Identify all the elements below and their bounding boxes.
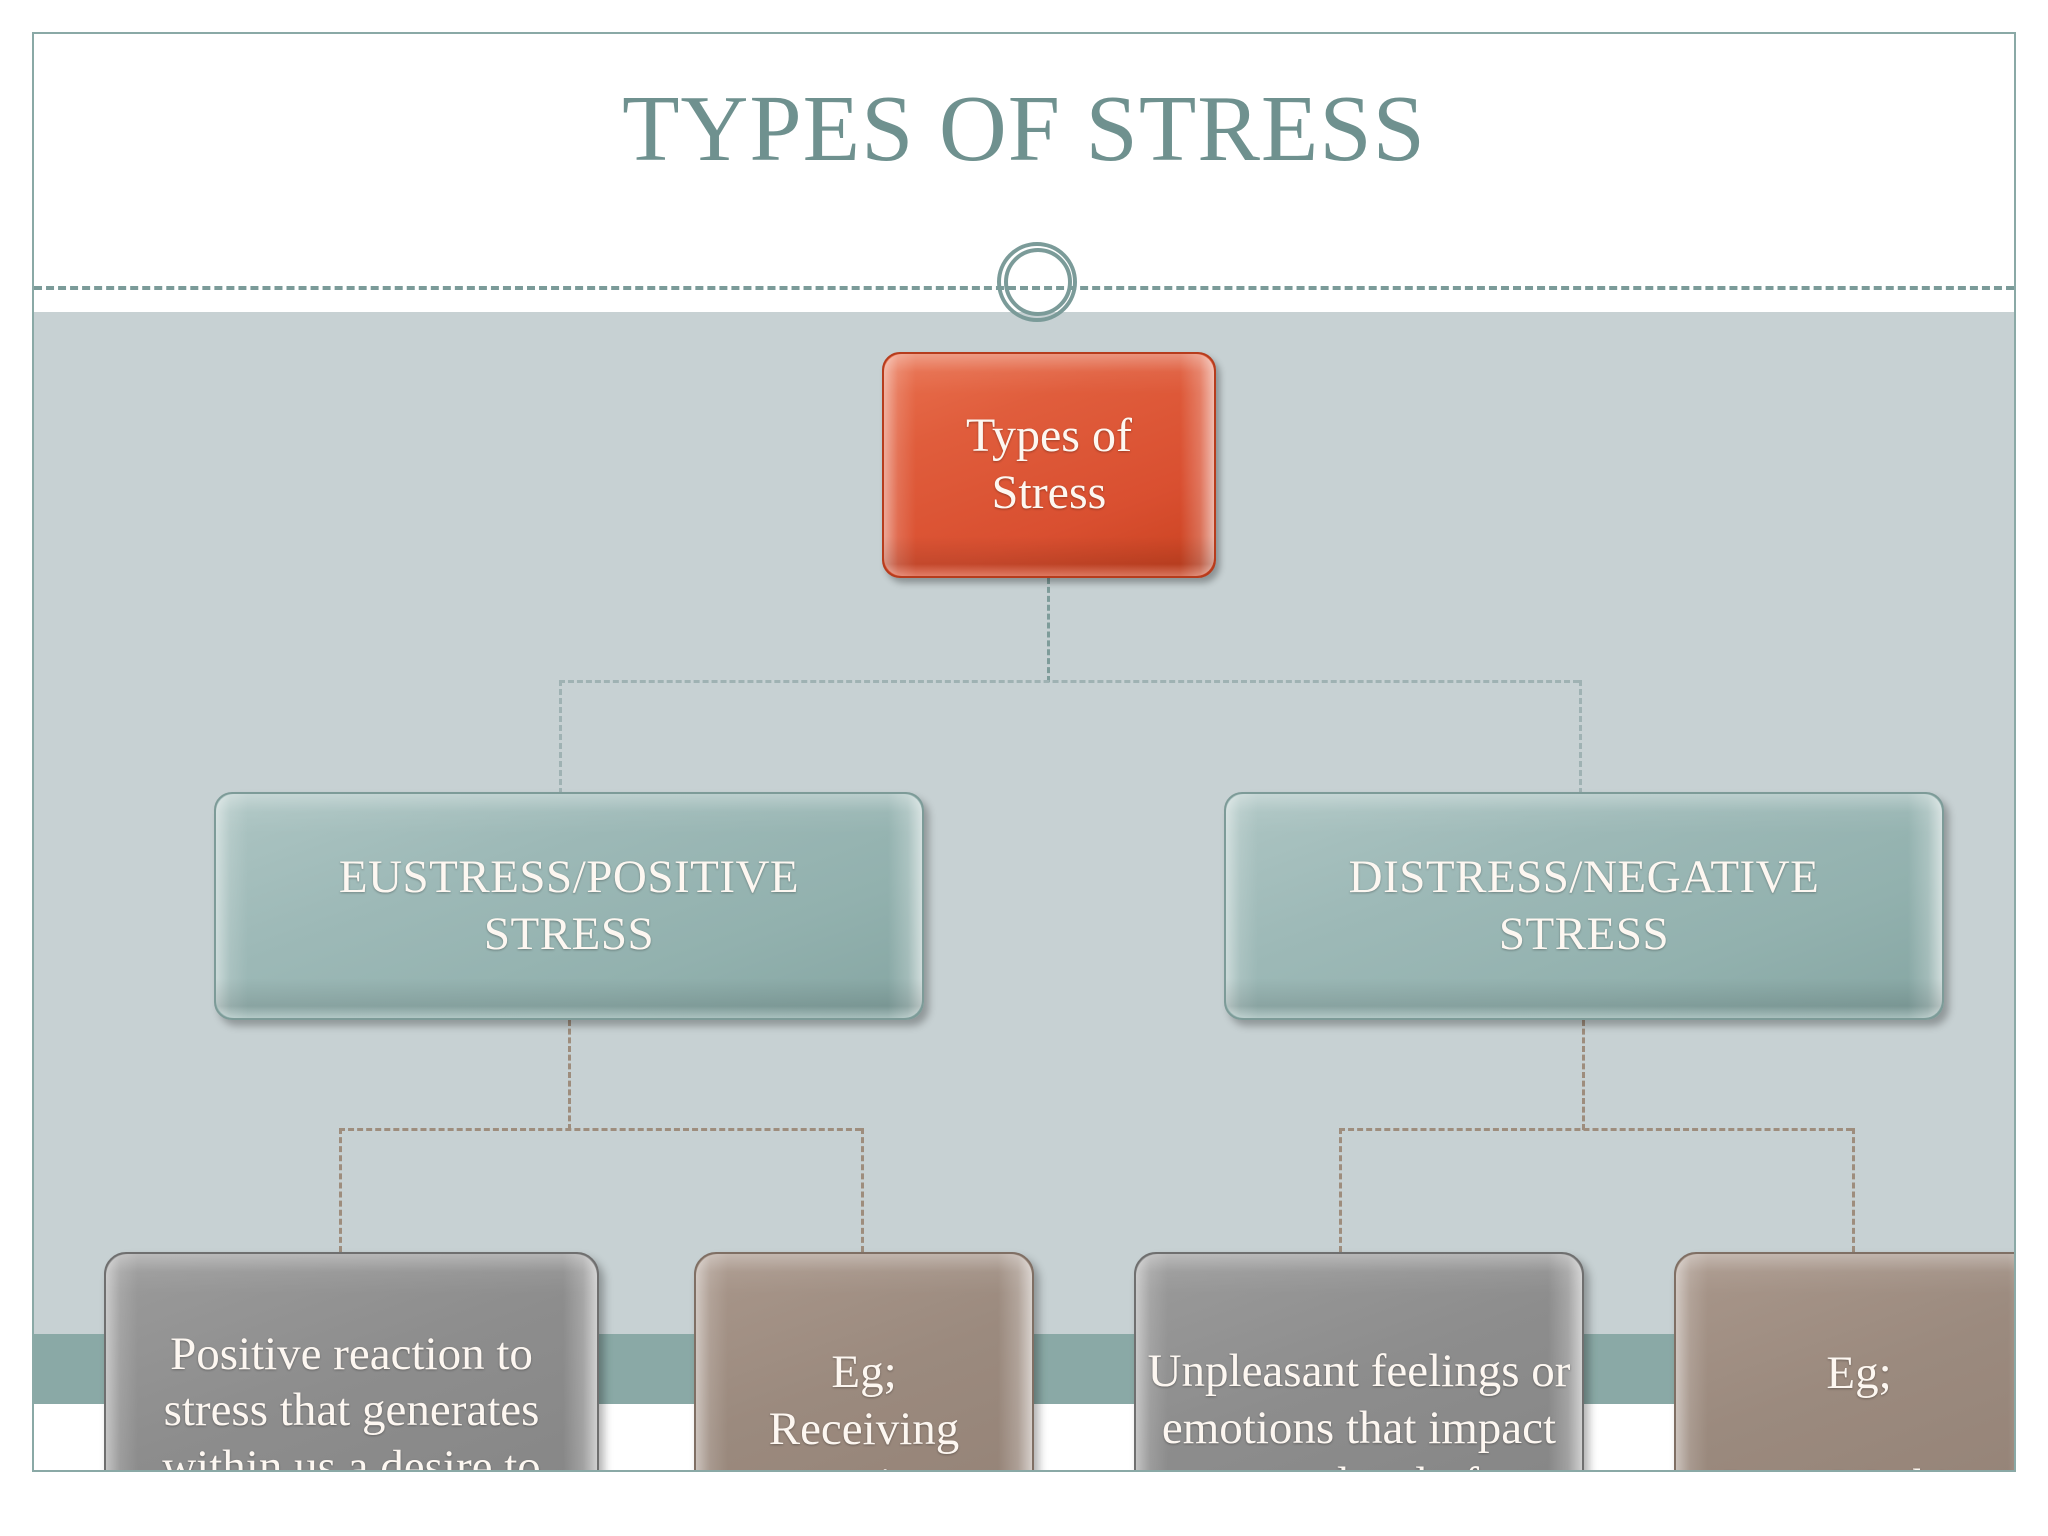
- connector-level2-drop-right: [1579, 680, 1582, 794]
- slide-canvas: TYPES OF STRESS Types of Stress EUSTRESS…: [32, 32, 2016, 1472]
- connector-distress-drop-left: [1339, 1128, 1342, 1252]
- node-label: Eg; Receiving promotion at work: [743, 1346, 985, 1470]
- connector-eustress-bus: [339, 1128, 861, 1131]
- node-label: DISTRESS/NEGATIVE STRESS: [1348, 850, 1820, 960]
- node-label: Eg; Long Working Hours: [1722, 1347, 1995, 1470]
- connector-distress-bus: [1339, 1128, 1852, 1131]
- circle-ring-outer: [997, 242, 1077, 322]
- connector-eustress-drop-right: [861, 1128, 864, 1252]
- connector-level2-bus: [559, 680, 1579, 683]
- node-distress-definition[interactable]: Unpleasant feelings or emotions that imp…: [1134, 1252, 1584, 1470]
- node-label: Unpleasant feelings or emotions that imp…: [1147, 1345, 1571, 1470]
- connector-distress-stem: [1582, 1020, 1585, 1130]
- circle-ring-inner: [1004, 248, 1072, 316]
- node-distress-negative-stress[interactable]: DISTRESS/NEGATIVE STRESS: [1224, 792, 1944, 1020]
- node-types-of-stress[interactable]: Types of Stress: [882, 352, 1216, 578]
- connector-level2-drop-left: [559, 680, 562, 794]
- connector-eustress-drop-left: [339, 1128, 342, 1252]
- page-title: TYPES OF STRESS: [622, 77, 1426, 181]
- connector-root-stem: [1047, 578, 1050, 682]
- node-label: Types of Stress: [966, 409, 1132, 519]
- diagram-canvas: Types of Stress EUSTRESS/POSITIVE STRESS…: [34, 312, 2014, 1470]
- connector-distress-drop-right: [1852, 1128, 1855, 1252]
- node-eustress-positive-stress[interactable]: EUSTRESS/POSITIVE STRESS: [214, 792, 924, 1020]
- node-eustress-definition[interactable]: Positive reaction to stress that generat…: [104, 1252, 599, 1472]
- double-ring-circle-icon: [997, 242, 1077, 322]
- node-distress-example[interactable]: Eg; Long Working Hours: [1674, 1252, 2014, 1470]
- node-label: EUSTRESS/POSITIVE STRESS: [338, 850, 800, 960]
- node-eustress-example[interactable]: Eg; Receiving promotion at work: [694, 1252, 1034, 1470]
- connector-eustress-stem: [568, 1020, 571, 1130]
- node-label: Positive reaction to stress that generat…: [162, 1328, 541, 1472]
